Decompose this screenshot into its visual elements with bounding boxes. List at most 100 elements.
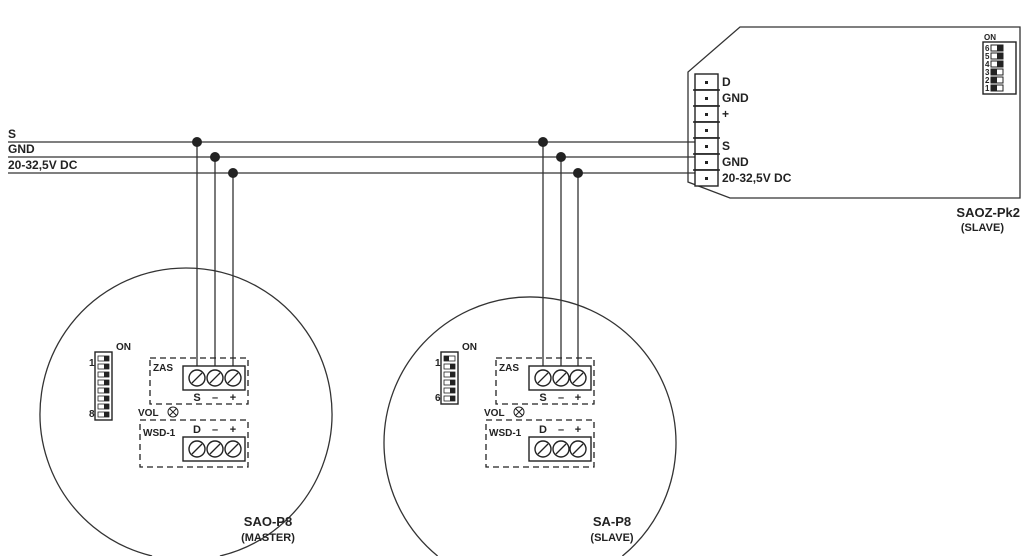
screw-slot — [537, 372, 549, 384]
dip-toggle — [991, 85, 997, 91]
terminal-pin-icon — [705, 161, 708, 164]
zas-box — [495, 357, 595, 405]
dip-toggle — [450, 372, 455, 377]
dip-toggle — [997, 45, 1003, 51]
vol-cross — [515, 408, 523, 416]
dip-number: 5 — [985, 52, 990, 61]
screw-slot — [209, 443, 221, 455]
master-name: SAO-P8 — [244, 514, 292, 529]
dip-toggle — [104, 380, 109, 385]
junction-dot — [228, 168, 238, 178]
wsd-box — [139, 419, 249, 468]
dip-toggle — [104, 412, 109, 417]
junction-dot — [192, 137, 202, 147]
zas-terminal-label: – — [212, 392, 218, 404]
terminal-pin-icon — [705, 81, 708, 84]
panel-terminal-label: GND — [722, 155, 749, 169]
screw-slot — [191, 443, 203, 455]
junction-dot — [538, 137, 548, 147]
screw-slot — [209, 372, 221, 384]
dip-last-label: 8 — [89, 409, 95, 420]
bus-label-gnd: GND — [8, 142, 35, 156]
junction-dot — [556, 152, 566, 162]
dip-switch — [94, 351, 113, 421]
dip-first-label: 1 — [89, 358, 95, 369]
zas-box — [149, 357, 249, 405]
slave-detector-body — [383, 296, 677, 556]
dip-toggle — [997, 53, 1003, 59]
wsd-terminal-label: – — [212, 424, 218, 436]
screw-slot — [191, 372, 203, 384]
zas-label: ZAS — [499, 363, 519, 374]
screw-slot — [537, 443, 549, 455]
screw-slot — [572, 443, 584, 455]
dip-toggle — [104, 364, 109, 369]
wsd-terminal-label: D — [539, 424, 547, 436]
dip-number: 6 — [985, 44, 990, 53]
dip-toggle — [444, 356, 449, 361]
zas-terminal-label: + — [230, 392, 236, 404]
dip-toggle — [104, 356, 109, 361]
vol-cross — [169, 408, 177, 416]
terminal-pin-icon — [705, 113, 708, 116]
zas-terminal-label: + — [575, 392, 581, 404]
bus-wires: S GND 20-32,5V DC — [8, 127, 706, 174]
terminal-pin-icon — [705, 145, 708, 148]
slave-role: (SLAVE) — [590, 532, 634, 544]
panel-outline — [687, 26, 1021, 199]
wsd-terminal-label: + — [575, 424, 581, 436]
dip-toggle — [104, 372, 109, 377]
wsd-terminal-label: + — [230, 424, 236, 436]
dip-number: 4 — [985, 60, 990, 69]
dip-toggle — [450, 380, 455, 385]
bus-label-dc: 20-32,5V DC — [8, 158, 78, 172]
vol-label: VOL — [138, 408, 159, 419]
dip-last-label: 6 — [435, 393, 441, 404]
panel-terminal-label: + — [722, 107, 729, 121]
panel-role: (SLAVE) — [961, 222, 1005, 234]
dip-on-label: ON — [462, 342, 477, 353]
master-detector-body — [39, 267, 333, 556]
dip-number: 3 — [985, 68, 990, 77]
dip-number: 2 — [985, 76, 990, 85]
wsd-box — [485, 419, 595, 468]
terminal-pin-icon — [705, 97, 708, 100]
dip-toggle — [450, 388, 455, 393]
screw-slot — [227, 372, 239, 384]
terminal-pin-icon — [705, 129, 708, 132]
dip-toggle — [104, 404, 109, 409]
junction-dot — [210, 152, 220, 162]
panel-terminal-label: GND — [722, 91, 749, 105]
screw-slot — [572, 372, 584, 384]
dip-first-label: 1 — [435, 358, 441, 369]
dip-toggle — [991, 69, 997, 75]
wsd-label: WSD-1 — [489, 428, 522, 439]
wsd-terminal-label: D — [193, 424, 201, 436]
zas-terminal-label: S — [539, 392, 546, 404]
wsd-terminal-label: – — [558, 424, 564, 436]
zas-terminal-label: S — [193, 392, 200, 404]
dip-toggle — [450, 364, 455, 369]
master-role: (MASTER) — [241, 532, 295, 544]
slave-name: SA-P8 — [593, 514, 631, 529]
dip-on-label: ON — [984, 33, 996, 42]
screw-slot — [555, 443, 567, 455]
bus-label-s: S — [8, 127, 16, 141]
dip-toggle — [997, 61, 1003, 67]
dip-toggle — [104, 388, 109, 393]
panel-terminal-label: 20-32,5V DC — [722, 171, 792, 185]
dip-toggle — [104, 396, 109, 401]
terminal-pin-icon — [705, 177, 708, 180]
panel-name: SAOZ-Pk2 — [956, 205, 1020, 220]
wsd-label: WSD-1 — [143, 428, 176, 439]
dip-toggle — [991, 77, 997, 83]
panel-terminal-label: S — [722, 139, 730, 153]
zas-label: ZAS — [153, 363, 173, 374]
dip-number: 1 — [985, 84, 990, 93]
